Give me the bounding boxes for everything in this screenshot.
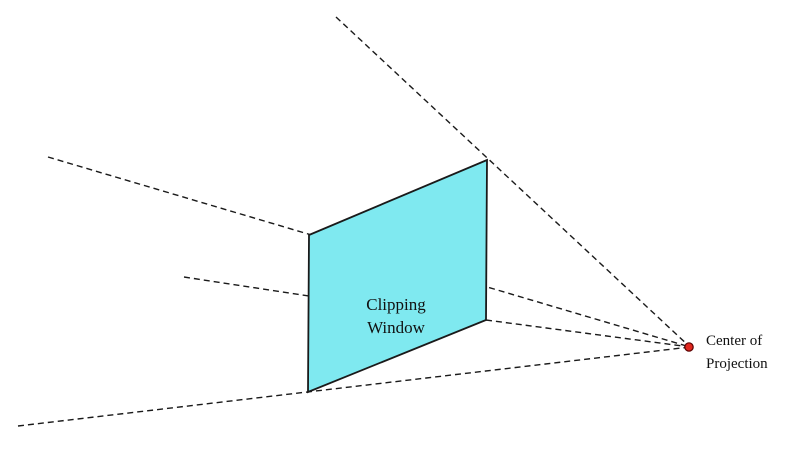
center-of-projection-dot: [684, 342, 694, 352]
center-of-projection-label-line2: Projection: [706, 356, 768, 372]
projection-line-middle-left: [183, 276, 310, 297]
clipping-window-label-line1: Clipping: [366, 295, 426, 314]
center-of-projection-label-line1: Center of: [706, 333, 762, 349]
projection-line-top: [335, 16, 691, 348]
clipping-window: [307, 158, 488, 394]
projection-line-lower-right: [485, 319, 691, 348]
clipping-window-label-line2: Window: [367, 318, 426, 337]
projection-line-bottom: [17, 346, 691, 427]
